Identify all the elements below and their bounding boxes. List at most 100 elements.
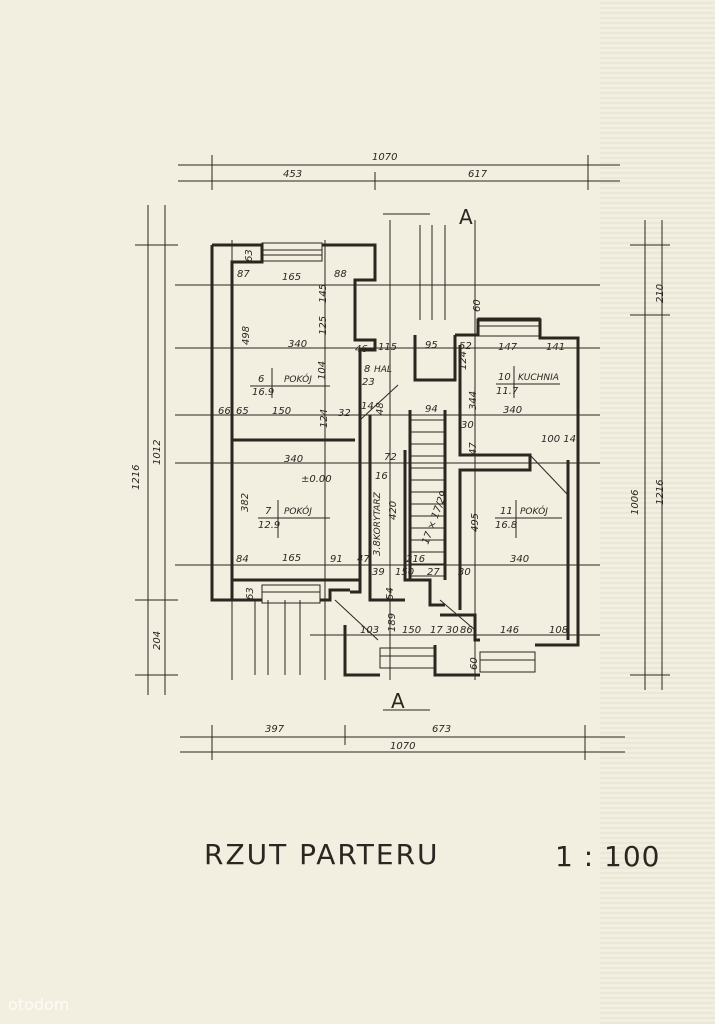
dimension-label: 94 bbox=[425, 404, 438, 415]
dimension-label: 48 bbox=[375, 402, 386, 415]
svg-text:8: 8 bbox=[364, 364, 370, 375]
dimension-label: 100 14 bbox=[541, 434, 576, 445]
section-mark-bottom: A bbox=[391, 689, 405, 713]
dimension-label: 14 bbox=[361, 401, 374, 412]
dimension-label: 63 bbox=[245, 587, 256, 600]
dimension-label: 617 bbox=[468, 169, 488, 180]
dimension-label: 60 bbox=[469, 657, 480, 670]
watermark: otodom bbox=[8, 995, 70, 1014]
svg-text:3.8: 3.8 bbox=[372, 540, 383, 556]
room-6-label: 6 POKÓJ 16.9 bbox=[250, 368, 330, 398]
room-8-label: 8 HAL 23 bbox=[362, 364, 392, 388]
svg-text:11: 11 bbox=[500, 506, 513, 517]
dimension-label: 495 bbox=[470, 513, 481, 532]
room-11-label: 11 POKÓJ 16.8 bbox=[495, 500, 562, 538]
dimension-label: 72 bbox=[384, 452, 397, 463]
room-9-label: KORYTARZ 3.8 bbox=[372, 491, 383, 556]
dimension-label: 216 bbox=[406, 554, 425, 565]
room-7-label: 7 POKÓJ 12.9 bbox=[258, 500, 330, 538]
windows-and-stairs bbox=[254, 225, 569, 675]
dimension-label: 453 bbox=[283, 169, 302, 180]
svg-text:12.9: 12.9 bbox=[258, 520, 280, 531]
dimension-label: 54 bbox=[385, 587, 396, 600]
dimension-label: 47 bbox=[468, 442, 479, 455]
svg-text:10: 10 bbox=[498, 372, 511, 383]
svg-text:HAL: HAL bbox=[374, 365, 392, 375]
dimension-label: 88 bbox=[334, 269, 347, 280]
svg-text:POKÓJ: POKÓJ bbox=[284, 505, 312, 517]
dimension-label: 17 30 bbox=[430, 625, 459, 636]
dimension-label: 420 bbox=[388, 501, 399, 520]
room-10-label: 10 KUCHNIA 11.7 bbox=[496, 366, 560, 398]
dimension-label: 103 bbox=[360, 625, 379, 636]
section-mark-top: A bbox=[459, 205, 473, 229]
dimension-label: 1216 bbox=[655, 480, 666, 505]
dimension-lines bbox=[135, 155, 670, 760]
dimension-label: 60 bbox=[472, 299, 483, 312]
dimension-label: 1216 bbox=[131, 465, 142, 490]
dimension-label: 150 bbox=[402, 625, 421, 636]
dimension-label: 165 bbox=[282, 272, 301, 283]
dimension-label: 397 bbox=[265, 724, 285, 735]
dimension-label: 1070 bbox=[390, 741, 415, 752]
dimension-label: 165 bbox=[282, 553, 301, 564]
dimension-label: 46 bbox=[355, 344, 368, 355]
dimension-label: 1012 bbox=[152, 440, 163, 465]
dimension-label: 39 bbox=[372, 567, 385, 578]
dimension-label: 32 bbox=[338, 408, 351, 419]
dimension-label: 86 bbox=[460, 625, 473, 636]
dimension-label: 108 bbox=[549, 625, 568, 636]
dimension-label: 1006 bbox=[630, 490, 641, 515]
dimension-label: 124 bbox=[319, 409, 330, 428]
dimension-label: 87 bbox=[237, 269, 250, 280]
dimension-label: 340 bbox=[503, 405, 522, 416]
dimension-label: 150 bbox=[272, 406, 291, 417]
dimension-label: 1070 bbox=[372, 152, 397, 163]
dimension-label: 146 bbox=[500, 625, 519, 636]
dimension-label: 204 bbox=[152, 631, 163, 650]
dimension-label: 115 bbox=[378, 342, 397, 353]
svg-text:11.7: 11.7 bbox=[496, 386, 519, 397]
dimension-label: 125 bbox=[318, 316, 329, 335]
dimension-label: 141 bbox=[546, 342, 565, 353]
dimension-label: 210 bbox=[655, 284, 666, 303]
svg-text:KUCHNIA: KUCHNIA bbox=[518, 373, 559, 383]
scan-texture bbox=[600, 0, 715, 1024]
svg-text:23: 23 bbox=[362, 377, 375, 388]
dimension-label: 91 bbox=[330, 554, 343, 565]
dimension-label: 95 bbox=[425, 340, 438, 351]
drawing-scale: 1 : 100 bbox=[555, 840, 661, 873]
dimension-label: 65 bbox=[236, 406, 249, 417]
dimension-label: 673 bbox=[432, 724, 451, 735]
svg-text:16.8: 16.8 bbox=[495, 520, 517, 531]
dimension-label: 47 bbox=[357, 554, 370, 565]
dimension-label: 382 bbox=[240, 493, 251, 512]
svg-text:6: 6 bbox=[258, 374, 264, 385]
svg-text:KORYTARZ: KORYTARZ bbox=[373, 491, 383, 540]
dimension-label: 340 bbox=[510, 554, 529, 565]
dimension-label: 66 bbox=[218, 406, 231, 417]
dimension-label: 150 bbox=[395, 567, 414, 578]
dimension-label: 124 bbox=[458, 351, 469, 370]
dimension-label: 27 bbox=[427, 567, 440, 578]
dimension-label: 52 bbox=[459, 341, 472, 352]
dimension-label: 30 bbox=[458, 567, 471, 578]
dimension-label: 147 bbox=[498, 342, 518, 353]
dimension-label: 344 bbox=[468, 391, 479, 410]
dimension-label: 84 bbox=[236, 554, 249, 565]
dimension-label: 30 bbox=[461, 420, 474, 431]
dimension-label: 340 bbox=[284, 454, 303, 465]
dimension-label: 16 bbox=[375, 471, 388, 482]
level-mark: ±0.00 bbox=[301, 474, 332, 485]
dimension-label: 104 bbox=[317, 361, 328, 380]
svg-text:7: 7 bbox=[265, 506, 272, 517]
drawing-title: RZUT PARTERU bbox=[204, 838, 440, 871]
dimension-label: 145 bbox=[318, 284, 329, 303]
svg-text:POKÓJ: POKÓJ bbox=[284, 373, 312, 385]
dimension-label: 498 bbox=[241, 326, 252, 345]
svg-text:POKÓJ: POKÓJ bbox=[520, 505, 548, 517]
svg-text:16.9: 16.9 bbox=[252, 387, 274, 398]
dimension-label: 63 bbox=[244, 249, 255, 262]
